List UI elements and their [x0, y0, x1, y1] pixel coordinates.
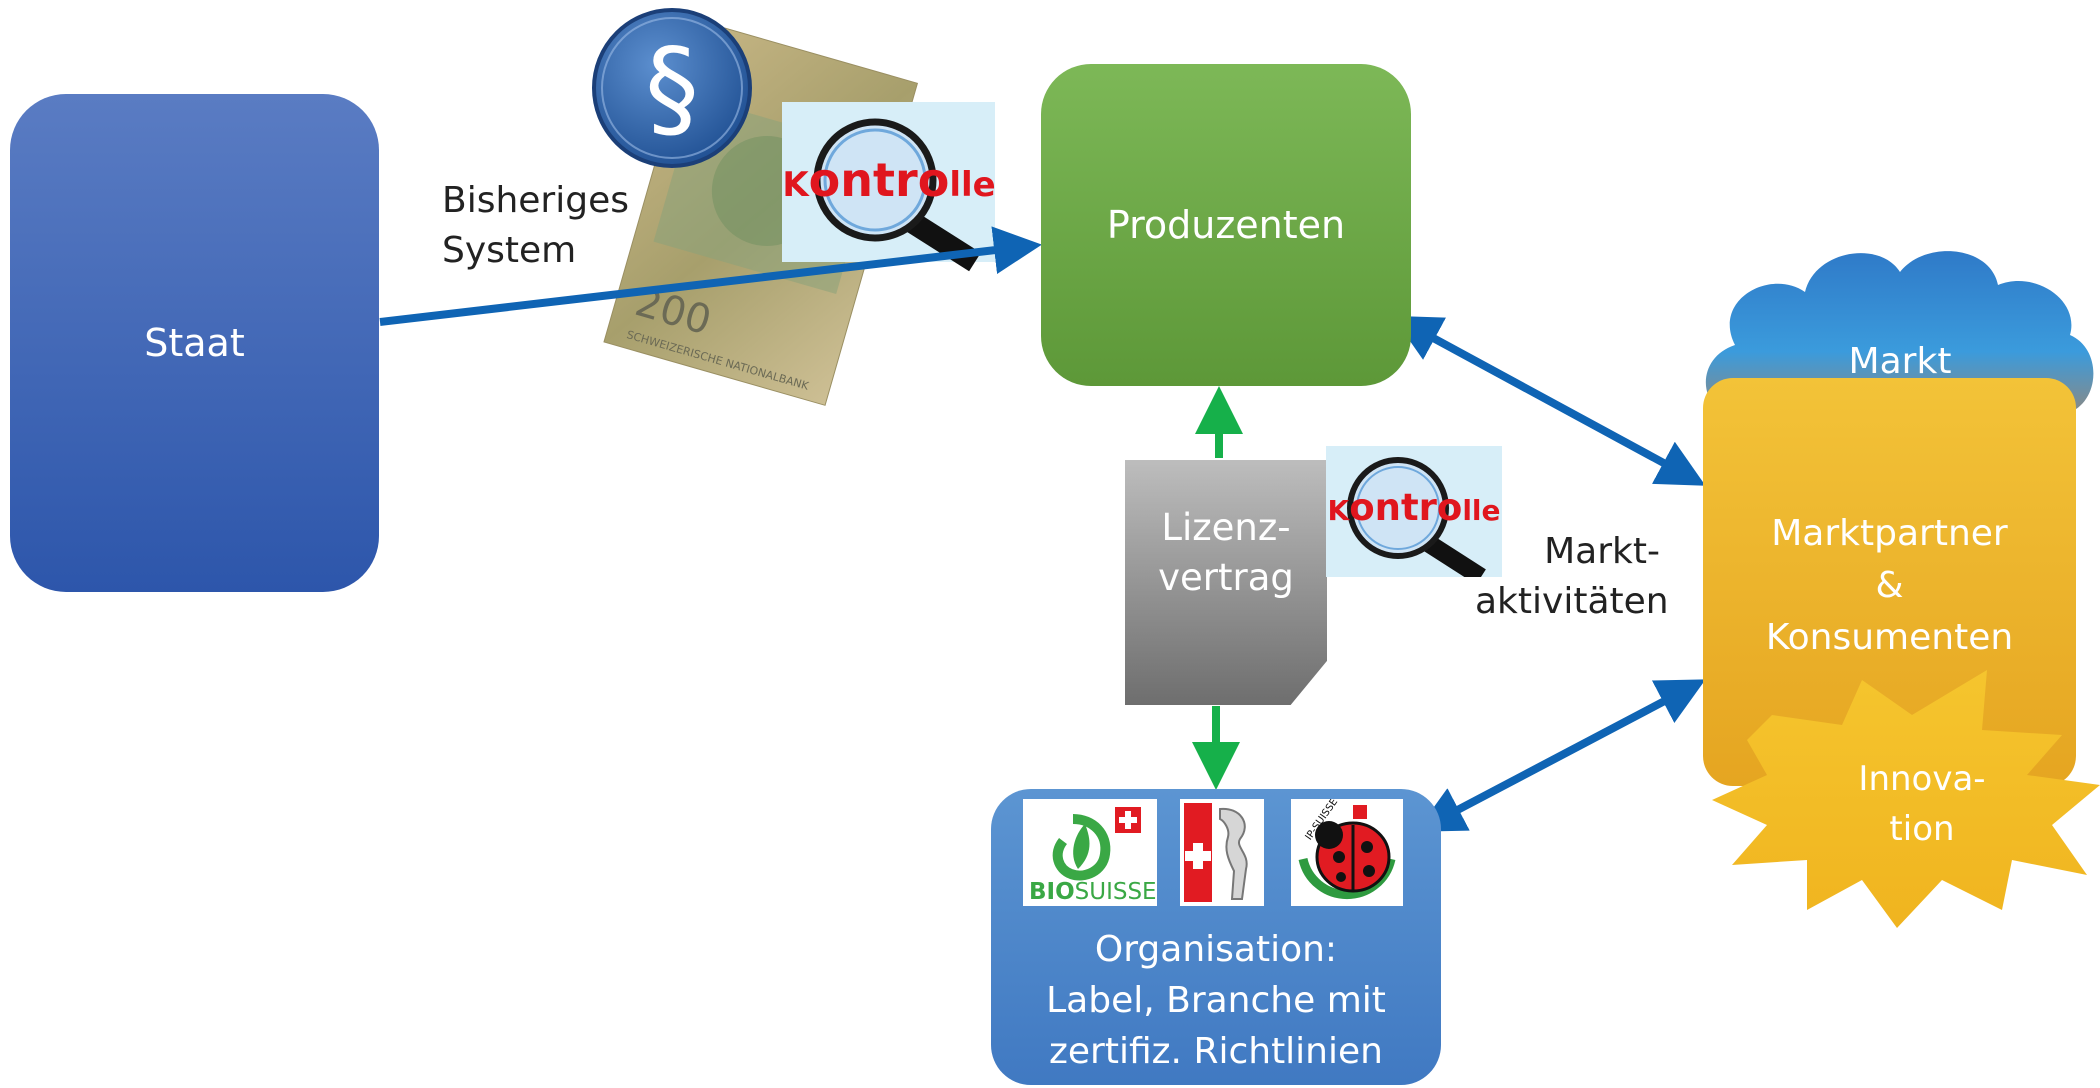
svg-text:Kontrolle: Kontrolle	[782, 153, 995, 207]
kontrolle2-suffix: lle	[1462, 494, 1500, 527]
bisheriges-line-2: System	[442, 230, 577, 271]
produzenten-node: Produzenten	[1041, 64, 1411, 386]
lizenz-line-2: vertrag	[1158, 555, 1294, 599]
markt-label: Markt	[1849, 341, 1952, 382]
marktpartner-line-1: Marktpartner	[1771, 513, 2008, 554]
biosuisse-bold: BIO	[1029, 879, 1075, 905]
svg-text:BIOSUISSE: BIOSUISSE	[1029, 879, 1157, 905]
kontrolle-badge-middle: Kontrolle	[1326, 446, 1502, 577]
staat-label: Staat	[144, 321, 245, 365]
biosuisse-rest: SUISSE	[1075, 879, 1157, 905]
kontrolle-prefix: K	[782, 165, 810, 205]
organisation-line-3: zertifiz. Richtlinien	[1049, 1031, 1383, 1072]
markt-line-2: aktivitäten	[1475, 581, 1669, 622]
svg-text:Kontrolle: Kontrolle	[1327, 486, 1500, 529]
arrow-staat-to-produzenten	[379, 226, 1042, 326]
innovation-line-2: tion	[1889, 809, 1954, 849]
kontrolle-suffix: lle	[949, 165, 995, 205]
organisation-line-1: Organisation:	[1094, 929, 1338, 970]
bisheriges-system-label: Bisheriges System	[442, 176, 629, 276]
marktpartner-line-2: &	[1875, 565, 1904, 606]
innovation-line-1: Innova-	[1858, 759, 1985, 799]
biosuisse-logo: BIOSUISSE	[1023, 799, 1157, 906]
markt-line-1: Markt-	[1544, 531, 1660, 572]
staat-node: Staat	[10, 94, 379, 592]
paragraph-symbol: §	[645, 26, 699, 151]
ipsuisse-logo: IP-SUISSE	[1291, 799, 1403, 906]
kontrolle-badge-top: Kontrolle	[782, 102, 996, 272]
innovation-starburst: Innova- tion	[1712, 670, 2100, 928]
lizenzvertrag-document: Lizenz- vertrag	[1125, 460, 1327, 705]
lizenz-line-1: Lizenz-	[1161, 505, 1291, 549]
kontrolle2-prefix: K	[1327, 494, 1350, 527]
bisheriges-line-1: Bisheriges	[442, 180, 629, 221]
marktaktivitaeten-label: Markt- aktivitäten	[1475, 527, 1669, 627]
arrow-produzenten-marktpartner	[1392, 315, 1706, 486]
arrow-organisation-marktpartner	[1416, 679, 1706, 832]
organisation-line-2: Label, Branche mit	[1046, 980, 1386, 1021]
marktpartner-line-3: Konsumenten	[1765, 617, 2014, 658]
kontrolle2-mid: ontro	[1349, 486, 1462, 529]
produzenten-label: Produzenten	[1106, 203, 1346, 247]
swiss-label-logo	[1180, 799, 1264, 906]
paragraph-icon: §	[592, 8, 752, 168]
kontrolle-mid: ontro	[809, 153, 950, 207]
